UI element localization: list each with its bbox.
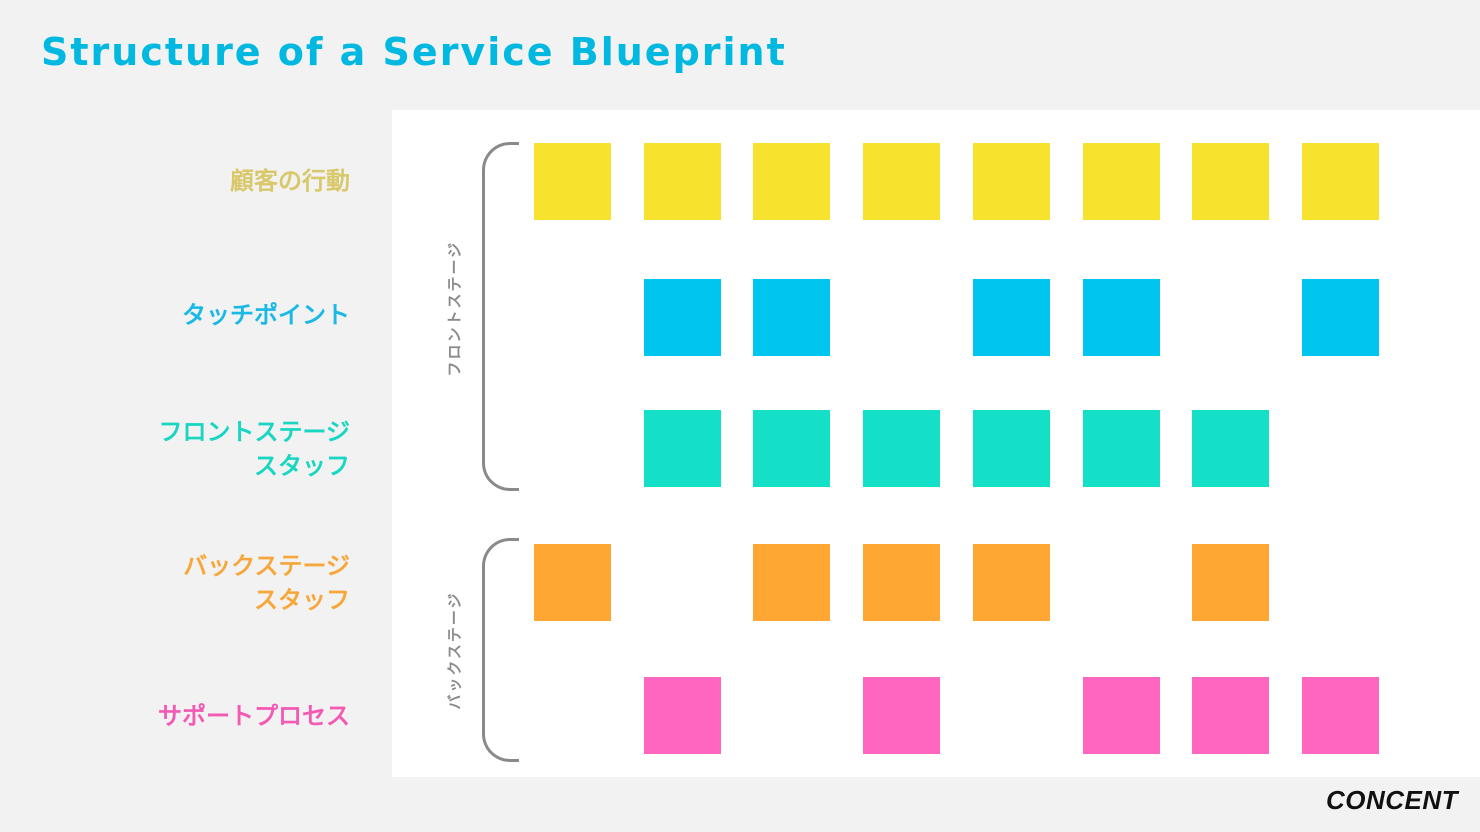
blueprint-cell — [753, 143, 830, 220]
blueprint-cell — [973, 143, 1050, 220]
blueprint-cell — [1192, 544, 1269, 621]
blueprint-cell — [534, 143, 611, 220]
blueprint-cell — [973, 544, 1050, 621]
blueprint-cell — [863, 677, 940, 754]
blueprint-cell — [1302, 279, 1379, 356]
blueprint-cell — [1083, 410, 1160, 487]
blueprint-cell — [1192, 677, 1269, 754]
blueprint-cell — [753, 279, 830, 356]
blueprint-board: フロントステージ バックステージ — [392, 110, 1480, 777]
blueprint-cell — [863, 410, 940, 487]
blueprint-cell — [644, 410, 721, 487]
blueprint-cell — [973, 410, 1050, 487]
blueprint-cell — [644, 279, 721, 356]
blueprint-cell — [863, 544, 940, 621]
blueprint-cell — [1192, 410, 1269, 487]
blueprint-cell — [1083, 279, 1160, 356]
blueprint-cell — [753, 410, 830, 487]
lane-label-support-processes: サポートプロセス — [158, 702, 350, 730]
frontstage-bracket — [482, 142, 519, 491]
blueprint-cell — [644, 143, 721, 220]
backstage-bracket-label: バックステージ — [445, 591, 464, 710]
blueprint-cell — [863, 143, 940, 220]
blueprint-cell — [1192, 143, 1269, 220]
blueprint-cell — [1302, 677, 1379, 754]
blueprint-cell — [1302, 143, 1379, 220]
blueprint-cell — [644, 677, 721, 754]
page-title: Structure of a Service Blueprint — [41, 30, 787, 74]
lane-label-customer-actions: 顧客の行動 — [230, 167, 350, 195]
backstage-bracket — [482, 538, 519, 762]
lane-label-touchpoints: タッチポイント — [182, 301, 350, 329]
lane-label-backstage-staff: バックステージ スタッフ — [183, 552, 350, 614]
blueprint-cell — [534, 544, 611, 621]
lane-label-frontstage-staff: フロントステージ スタッフ — [158, 418, 350, 480]
blueprint-cell — [1083, 143, 1160, 220]
frontstage-bracket-label: フロントステージ — [445, 240, 464, 377]
blueprint-cell — [973, 279, 1050, 356]
blueprint-cell — [1083, 677, 1160, 754]
blueprint-cell — [753, 544, 830, 621]
concent-logo: CONCENT — [1325, 785, 1458, 815]
